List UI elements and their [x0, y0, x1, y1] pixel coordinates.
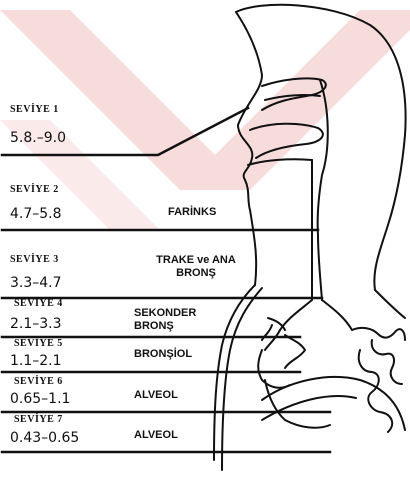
region-sekonder: SEKONDER BRONŞ — [134, 307, 196, 333]
level-1-range: 5.8.–9.0 — [10, 130, 66, 146]
level-6-label: SEVİYE 6 — [14, 376, 63, 387]
region-alveol-2: ALVEOL — [134, 429, 178, 442]
region-alveol-1: ALVEOL — [134, 389, 178, 402]
level-4-label: SEVİYE 4 — [14, 298, 63, 309]
level-4-range: 2.1–3.3 — [10, 316, 62, 332]
level-3-range: 3.3–4.7 — [10, 275, 62, 291]
region-sekonder-line-1: SEKONDER — [134, 307, 196, 320]
level-1-label: SEVİYE 1 — [10, 104, 59, 115]
level-2-range: 4.7–5.8 — [10, 206, 62, 222]
region-trake: TRAKE ve ANA BRONŞ — [150, 254, 242, 280]
region-bronsiol: BRONŞİOL — [134, 348, 192, 361]
level-6-range: 0.65–1.1 — [10, 391, 70, 407]
level-2-label: SEVİYE 2 — [10, 184, 59, 195]
level-5-range: 1.1–2.1 — [10, 353, 62, 369]
region-trake-line-1: TRAKE ve ANA — [150, 254, 242, 267]
level-7-label: SEVİYE 7 — [14, 414, 63, 425]
region-trake-line-2: BRONŞ — [150, 267, 242, 280]
level-7-range: 0.43–0.65 — [10, 430, 79, 446]
region-sekonder-line-2: BRONŞ — [134, 320, 196, 333]
level-3-label: SEVİYE 3 — [10, 254, 59, 265]
level-5-label: SEVİYE 5 — [14, 338, 63, 349]
region-farinks: FARİNKS — [168, 206, 216, 219]
